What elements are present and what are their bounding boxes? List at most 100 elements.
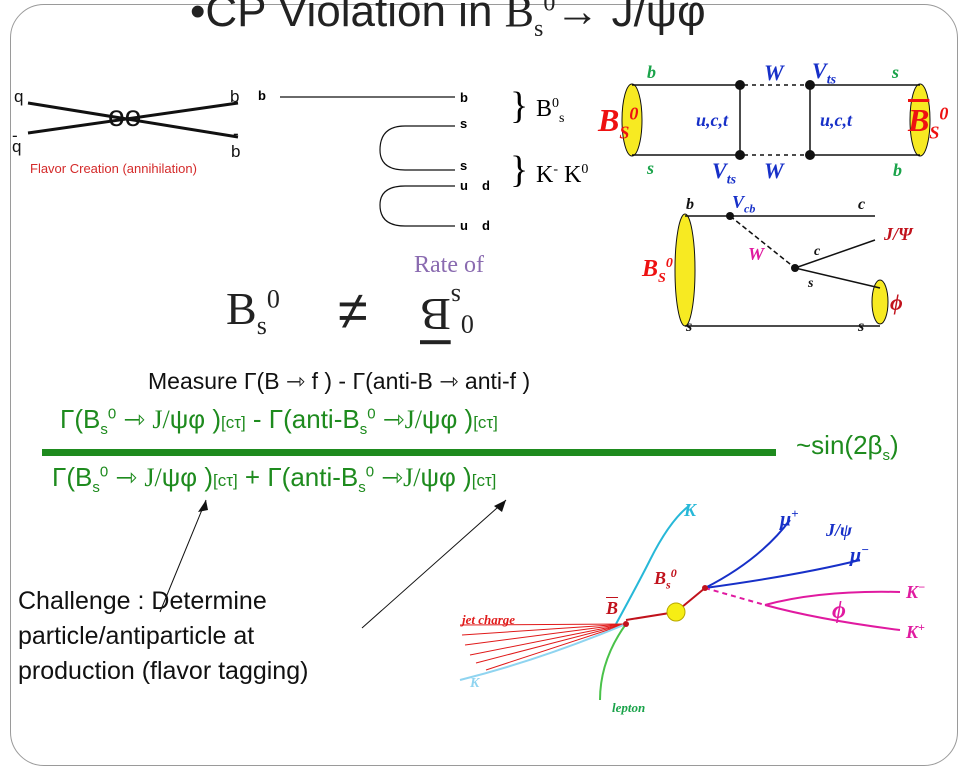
quark-right-3: u xyxy=(460,178,468,193)
event-bs-B: B xyxy=(654,568,667,588)
title-B: B xyxy=(504,0,534,36)
result-sin: ~sin(2β xyxy=(796,430,883,460)
decay-bs-sub: S xyxy=(658,270,666,286)
bs-B: B xyxy=(536,96,553,122)
bs-right-sup: 0 xyxy=(939,103,949,124)
gluon-loop: oo xyxy=(108,100,142,133)
decay-jpsi: J/Ψ xyxy=(884,224,913,244)
k-sup: - xyxy=(553,162,559,177)
challenge-text: Challenge : Determine particle/antiparti… xyxy=(18,584,308,689)
k-label: K- K0 xyxy=(536,162,588,189)
challenge-line-2: particle/antiparticle at xyxy=(18,622,255,650)
challenge-line-3: production (flavor tagging) xyxy=(18,657,309,685)
box-W-bottom: W xyxy=(764,158,784,183)
num-arrow: ⇾ xyxy=(116,404,153,434)
event-Bs: Bs0 xyxy=(654,566,677,593)
box-s-bottom-left: s xyxy=(647,158,655,178)
mu-minus-sym: μ xyxy=(850,544,862,567)
den-ctau-2: [cτ] xyxy=(471,471,497,490)
b-top: b xyxy=(230,87,240,106)
num-j-2: J/ xyxy=(404,405,422,434)
event-bs-sup: 0 xyxy=(670,566,677,580)
kbar-sup: 0 xyxy=(581,162,589,177)
vts-bottom-V: V xyxy=(712,158,727,183)
quark-right-1: s xyxy=(460,116,468,131)
event-Bbar: B xyxy=(606,598,619,618)
flavor-creation-caption: Flavor Creation (annihilation) xyxy=(30,161,197,176)
bs-label: B0s xyxy=(536,96,564,127)
asymmetry-result: ~sin(2βs) xyxy=(796,430,899,464)
bs-sup: 0 xyxy=(552,96,560,111)
box-Vts-bottom: Vts xyxy=(712,158,736,188)
vts-top-sub: ts xyxy=(826,72,837,88)
mu-minus-sup: − xyxy=(861,542,870,557)
title-arrow: → xyxy=(555,0,612,36)
box-Vts-top: Vts xyxy=(812,58,836,88)
num-sub: s xyxy=(100,421,108,439)
den-arrow-2: ⇾ xyxy=(374,462,404,492)
kaon-track-bottom xyxy=(459,623,627,681)
num-psiphi-2: ψφ ) xyxy=(421,404,474,434)
w-propagator xyxy=(729,215,796,269)
mu-minus-track xyxy=(704,559,861,589)
q-top: q xyxy=(14,87,24,106)
lepton-track xyxy=(599,623,627,701)
quark-right-6: d xyxy=(482,218,490,233)
rate-left-sup: 0 xyxy=(266,284,280,314)
title-jpsiphi: J/ψφ xyxy=(611,0,706,36)
bs-left-B: B xyxy=(598,102,620,138)
decay-bs-sup: 0 xyxy=(665,256,673,271)
vertex-4 xyxy=(805,150,815,160)
num-j: J/ xyxy=(152,405,170,434)
decay-b-top: b xyxy=(686,196,694,213)
den-sup: 0 xyxy=(99,463,109,481)
event-phi: ϕ xyxy=(832,598,846,624)
den-j-2: J/ xyxy=(403,463,421,492)
jet-charge-tracks xyxy=(459,623,627,671)
num-ctau-2: [cτ] xyxy=(473,413,498,432)
den-sub: s xyxy=(92,479,100,497)
k-minus-K: K xyxy=(906,582,919,602)
den-arrow: ⇾ xyxy=(108,462,145,492)
q-bottom: q xyxy=(12,137,22,156)
kbar-K: K xyxy=(564,162,582,188)
event-bs-sub: s xyxy=(666,577,671,592)
quark-right-4: d xyxy=(482,178,490,193)
bbar-vertex xyxy=(623,621,629,627)
decay-s-bottom-right: s xyxy=(858,318,865,335)
bs-left-sup: 0 xyxy=(629,103,639,124)
arrow-to-den-2 xyxy=(361,499,507,629)
not-equal-sign: ≠ xyxy=(338,281,368,341)
k-K: K xyxy=(536,162,554,188)
kaon-track-top xyxy=(615,504,691,625)
box-W-top: W xyxy=(764,60,784,85)
num-psiphi: ψφ ) xyxy=(169,404,222,434)
rate-of-label: Rate of xyxy=(414,252,484,278)
box-BS-right: BS0 xyxy=(908,102,948,143)
vertex-2 xyxy=(805,80,815,90)
k-plus-K: K xyxy=(906,622,919,642)
num-ctau: [cτ] xyxy=(221,413,246,432)
bs-decay-vertex xyxy=(702,585,708,591)
event-K-bottom: K xyxy=(470,676,480,691)
box-b-bottom-right: b xyxy=(893,160,902,180)
num-anti-sup: 0 xyxy=(367,405,376,423)
arrow-head-1 xyxy=(198,500,208,512)
challenge-line-1: Challenge : Determine xyxy=(18,587,267,615)
num-minus-anti: - Γ(anti-B xyxy=(245,404,360,434)
asymmetry-denominator: Γ(Bs0 ⇾ J/ψφ )[cτ] + Γ(anti-Bs0 ⇾J/ψφ )[… xyxy=(52,462,496,496)
decay-Vcb: Vcb xyxy=(732,192,755,217)
slide-title: •CP Violation in Bs0→ J/ψφ xyxy=(190,0,706,43)
k-plus-sup: + xyxy=(918,620,925,634)
bs-left-sub: S xyxy=(619,122,630,143)
title-bullet: • xyxy=(190,0,206,36)
rate-left-sub: s xyxy=(256,311,267,341)
decay-s-bottom-left: s xyxy=(686,318,693,335)
fraction-bar xyxy=(42,449,776,456)
event-K-top: K xyxy=(684,500,697,520)
measure-statement: Measure Γ(B ⇾ f ) - Γ(anti-B ⇾ anti-f ) xyxy=(148,368,531,394)
den-anti-sub: s xyxy=(358,479,366,497)
decay-s-mid: s xyxy=(808,276,814,291)
vertex-1 xyxy=(735,80,745,90)
mu-plus-sup: + xyxy=(791,506,799,521)
